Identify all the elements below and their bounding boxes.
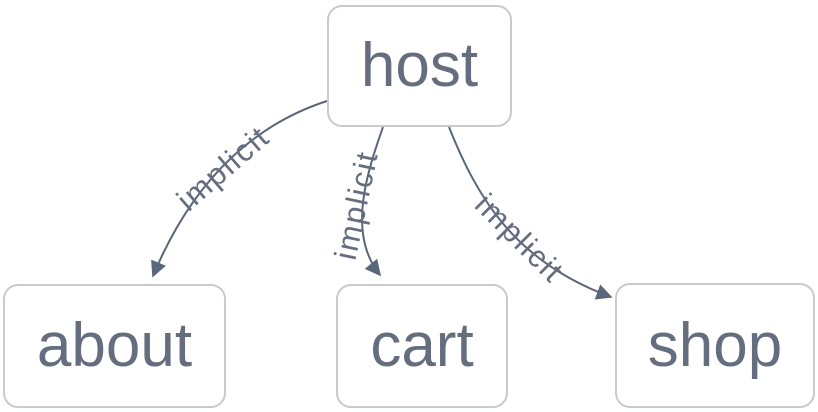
edge-host-cart: implicit [328, 126, 385, 277]
node-label-about: about [36, 311, 193, 380]
node-host: host [327, 5, 512, 127]
edge-label-host-shop: implicit [468, 187, 571, 290]
node-label-host: host [360, 31, 479, 100]
node-shop: shop [615, 283, 815, 408]
edge-line-host-cart [361, 126, 384, 277]
edge-host-about: implicit [151, 100, 328, 278]
node-about: about [3, 284, 226, 408]
edge-label-host-cart: implicit [328, 147, 385, 263]
node-label-shop: shop [647, 310, 783, 380]
node-label-cart: cart [370, 311, 474, 380]
edge-host-shop: implicit [448, 126, 613, 300]
node-cart: cart [336, 284, 508, 408]
edge-line-host-about [151, 100, 328, 278]
edge-label-host-about: implicit [170, 119, 277, 218]
edge-line-host-shop [448, 126, 613, 300]
